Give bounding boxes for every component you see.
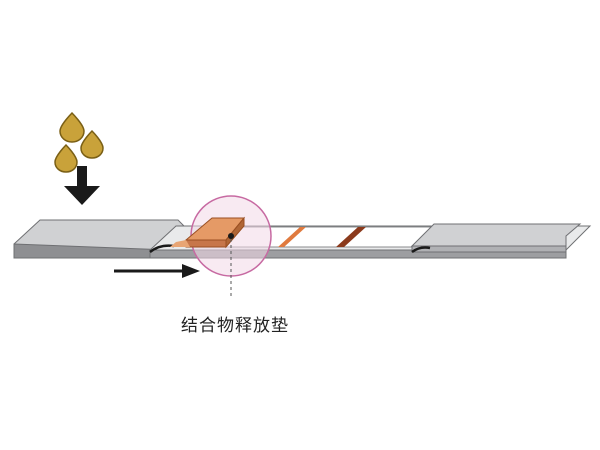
sample-drop-icon [54, 143, 78, 173]
sample-application-arrow [64, 166, 100, 205]
callout-dot [228, 233, 234, 239]
control-line [336, 227, 366, 247]
test-line [278, 227, 306, 247]
sample-drop-icon [59, 111, 85, 143]
pad-overlap-shadow [411, 246, 431, 254]
absorbent-pad-edge [411, 245, 567, 253]
arrow-shaft [77, 166, 87, 188]
sample-drop-icon [80, 129, 104, 159]
conjugate-pad-lip [170, 240, 190, 247]
flow-direction-arrow [114, 264, 200, 278]
conjugate-pad-side [185, 239, 227, 248]
test-strip [13, 219, 592, 259]
absorbent-pad-top [410, 223, 582, 247]
arrow-head-icon [64, 186, 100, 205]
conjugate-pad-label: 结合物释放垫 [181, 316, 289, 336]
arrow-head-icon [182, 264, 200, 278]
sample-drops [54, 111, 104, 173]
